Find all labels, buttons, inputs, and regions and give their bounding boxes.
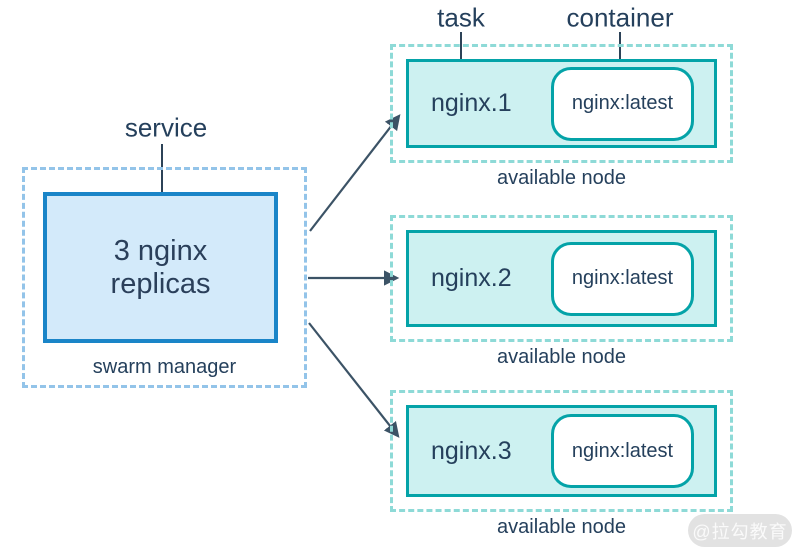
arrow-to-node-1 [309,114,401,232]
available-node-2: nginx.2 nginx:latest available node [390,215,733,368]
container-box: nginx:latest [551,414,694,488]
available-node-3: nginx.3 nginx:latest available node [390,390,733,538]
task-label: task [437,2,485,33]
container-box: nginx:latest [551,241,694,316]
task-name: nginx.1 [431,89,512,117]
container-label: container [566,2,674,33]
available-node-1: nginx.1 nginx:latest available node [390,44,733,189]
container-image: nginx:latest [571,92,674,114]
container-image: nginx:latest [571,439,674,462]
node-caption: available node [497,516,626,538]
node-caption: available node [497,167,626,189]
swarm-manager-boundary [22,167,307,388]
arrow-to-node-3 [308,322,400,438]
swarm-manager-caption: swarm manager [92,356,237,378]
replicas-text-line1: 3 nginx [113,234,208,267]
task-name: nginx.2 [431,264,512,292]
task-box-nginx-2: nginx.2 nginx:latest [406,230,717,327]
task-box-nginx-3: nginx.3 nginx:latest [406,405,717,497]
node-caption: available node [497,346,626,368]
watermark-text: @拉勾教育 [692,521,788,542]
container-image: nginx:latest [571,267,674,289]
task-name: nginx.3 [431,436,512,465]
container-box: nginx:latest [551,66,694,141]
task-box-nginx-1: nginx.1 nginx:latest [406,59,717,148]
service-label: service [124,112,208,143]
replicas-text-line2: replicas [110,267,211,300]
watermark-badge: @拉勾教育 [688,514,792,547]
service-replicas-box: 3 nginx replicas [43,192,278,343]
